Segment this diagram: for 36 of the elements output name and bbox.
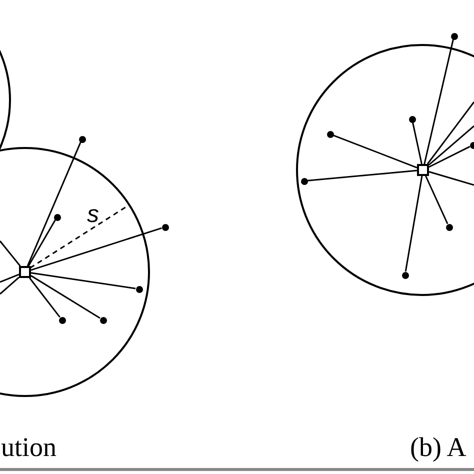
dot-node — [100, 316, 106, 324]
caption-text: (b) A — [410, 434, 466, 461]
square-node — [417, 164, 429, 176]
connector-line — [0, 274, 20, 283]
connector-line — [26, 142, 82, 266]
dot-node — [326, 130, 334, 138]
dot-node — [78, 136, 86, 142]
connector-line — [307, 170, 418, 182]
connector-line — [0, 240, 21, 266]
connector-line — [404, 176, 423, 272]
dot-node — [54, 214, 60, 220]
connector-line — [333, 134, 418, 168]
connector-line — [30, 275, 100, 319]
dot-node — [162, 224, 168, 230]
connector-line — [0, 276, 20, 295]
connector-line — [28, 220, 56, 266]
dot-node — [58, 316, 66, 324]
dot-node — [408, 116, 416, 122]
connector-line — [29, 278, 60, 318]
distance-label: s — [87, 203, 99, 227]
connector-line — [30, 272, 136, 290]
connector-line — [424, 39, 454, 164]
connector-line — [426, 102, 474, 164]
connector-line — [428, 171, 474, 186]
connector-line — [428, 125, 474, 166]
dot-node — [446, 224, 452, 230]
connector-line — [428, 146, 470, 168]
dot-node — [136, 286, 142, 292]
dot-node — [300, 178, 308, 184]
connector-line — [425, 176, 448, 224]
dot-node — [450, 32, 458, 40]
square-node — [19, 266, 31, 278]
connector-line — [412, 122, 422, 164]
connector-line — [30, 227, 162, 271]
dot-node — [402, 272, 408, 278]
caption-text: ution — [1, 434, 57, 461]
